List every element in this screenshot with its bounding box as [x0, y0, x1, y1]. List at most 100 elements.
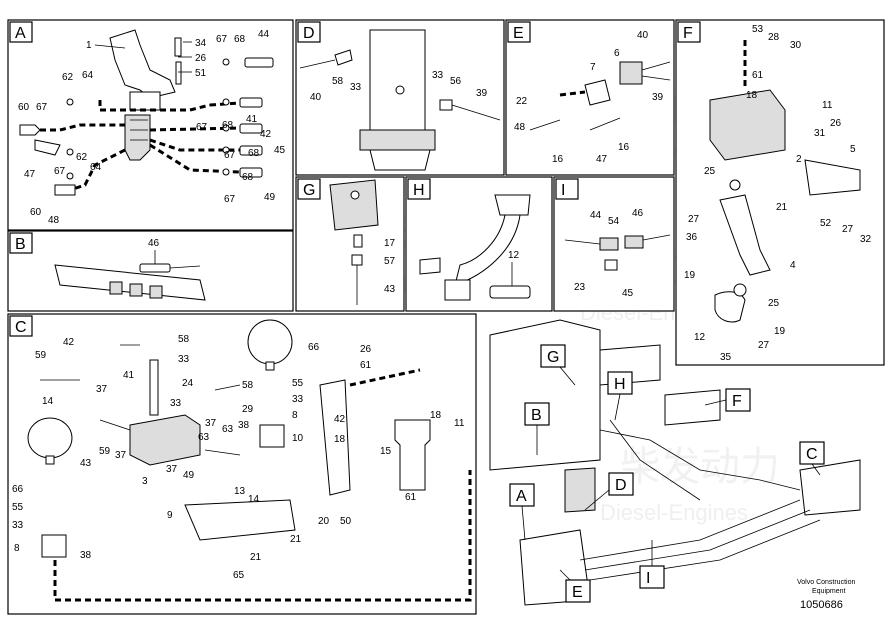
callout-number: 16	[552, 154, 564, 165]
callout-number: 24	[182, 378, 194, 389]
panel-label: F	[683, 25, 693, 42]
panel-d: D 40 58 33 33 56 39	[295, 19, 505, 176]
footer-subtitle: Equipment	[812, 588, 846, 595]
panel-label: D	[615, 477, 627, 494]
panel-label: F	[732, 393, 742, 410]
callout-number: 37	[115, 450, 127, 461]
panel-label: G	[303, 182, 315, 199]
panel-label: A	[516, 488, 527, 505]
callout-number: 33	[178, 354, 190, 365]
callout-number: 68	[234, 34, 246, 45]
callout-number: 49	[264, 192, 276, 203]
callout-number: 39	[476, 88, 488, 99]
panel-f: F 53 28 30 61 18 11 31 26 5 2 25 21 52 2…	[675, 19, 885, 366]
panel-c: C 59 42 37 14 43 59 37 3 66 55	[7, 313, 477, 615]
callout-number: 19	[774, 326, 786, 337]
overview-label-d: D	[584, 472, 634, 511]
callout-number: 43	[80, 458, 92, 469]
panel-label: C	[806, 446, 818, 463]
panel-label: G	[547, 349, 559, 366]
panel-label: E	[513, 25, 524, 42]
callout-number: 18	[334, 434, 346, 445]
callout-number: 26	[195, 53, 207, 64]
callout-number: 27	[758, 340, 770, 351]
callout-number: 3	[142, 476, 148, 487]
overview-label-g: G	[540, 344, 576, 386]
panel-h: H 12	[405, 176, 553, 312]
panel-label: B	[531, 407, 542, 424]
callout-number: 4	[790, 260, 796, 271]
panel-a: A	[7, 19, 294, 231]
callout-number: 28	[768, 32, 780, 43]
callout-number: 41	[246, 114, 258, 125]
panel-label: C	[15, 319, 27, 336]
callout-number: 46	[148, 238, 160, 249]
callout-number: 29	[242, 404, 254, 415]
panel-label: I	[646, 570, 650, 587]
callout-number: 16	[618, 142, 630, 153]
callout-number: 68	[222, 120, 234, 131]
callout-number: 62	[76, 152, 88, 163]
callout-number: 60	[18, 102, 30, 113]
callout-number: 11	[454, 418, 465, 429]
callout-number: 32	[860, 234, 872, 245]
callout-number: 67	[36, 102, 48, 113]
callout-number: 25	[768, 298, 780, 309]
footer-code: 1050686	[800, 599, 843, 611]
callout-number: 40	[637, 30, 649, 41]
callout-number: 7	[590, 62, 596, 73]
callout-number: 13	[234, 486, 246, 497]
callout-number: 10	[292, 433, 304, 444]
callout-number: 62	[62, 72, 74, 83]
callout-number: 47	[24, 169, 36, 180]
callout-number: 11	[822, 100, 833, 111]
overview-label-b: B	[524, 402, 550, 455]
callout-number: 33	[432, 70, 444, 81]
callout-number: 38	[80, 550, 92, 561]
callout-number: 21	[776, 202, 788, 213]
callout-number: 19	[684, 270, 696, 281]
panel-e: E 7 6 40 39 22 48 16 47 16	[505, 19, 675, 176]
callout-number: 27	[688, 214, 700, 225]
callout-number: 20	[318, 516, 330, 527]
callout-number: 41	[123, 370, 135, 381]
callout-number: 58	[242, 380, 254, 391]
callout-number: 9	[167, 510, 173, 521]
callout-number: 18	[430, 410, 442, 421]
callout-number: 34	[195, 38, 207, 49]
panel-label: H	[413, 182, 425, 199]
callout-number: 68	[242, 172, 254, 183]
callout-number: 33	[170, 398, 182, 409]
callout-number: 26	[830, 118, 842, 129]
callout-number: 57	[384, 256, 396, 267]
callout-number: 58	[332, 76, 344, 87]
callout-number: 60	[30, 207, 42, 218]
panel-label: E	[572, 584, 583, 601]
callout-number: 37	[205, 418, 217, 429]
callout-number: 1	[86, 40, 92, 51]
callout-number: 5	[850, 144, 856, 155]
callout-number: 36	[686, 232, 698, 243]
footer: Volvo Construction Equipment 1050686	[797, 579, 855, 611]
callout-number: 18	[746, 90, 758, 101]
callout-number: 12	[508, 250, 520, 261]
callout-number: 53	[752, 24, 764, 35]
callout-number: 58	[178, 334, 190, 345]
callout-number: 37	[96, 384, 108, 395]
callout-number: 25	[704, 166, 716, 177]
panel-label: A	[15, 25, 26, 42]
callout-number: 64	[82, 70, 94, 81]
callout-number: 23	[574, 282, 586, 293]
callout-number: 38	[238, 420, 250, 431]
callout-number: 8	[14, 543, 20, 554]
callout-number: 67	[196, 122, 208, 133]
callout-number: 43	[384, 284, 396, 295]
callout-number: 55	[292, 378, 304, 389]
callout-number: 52	[820, 218, 832, 229]
callout-number: 42	[260, 129, 272, 140]
callout-number: 48	[48, 215, 60, 226]
panel-label: H	[614, 376, 626, 393]
panel-label: B	[15, 236, 26, 253]
footer-company: Volvo Construction	[797, 579, 855, 586]
